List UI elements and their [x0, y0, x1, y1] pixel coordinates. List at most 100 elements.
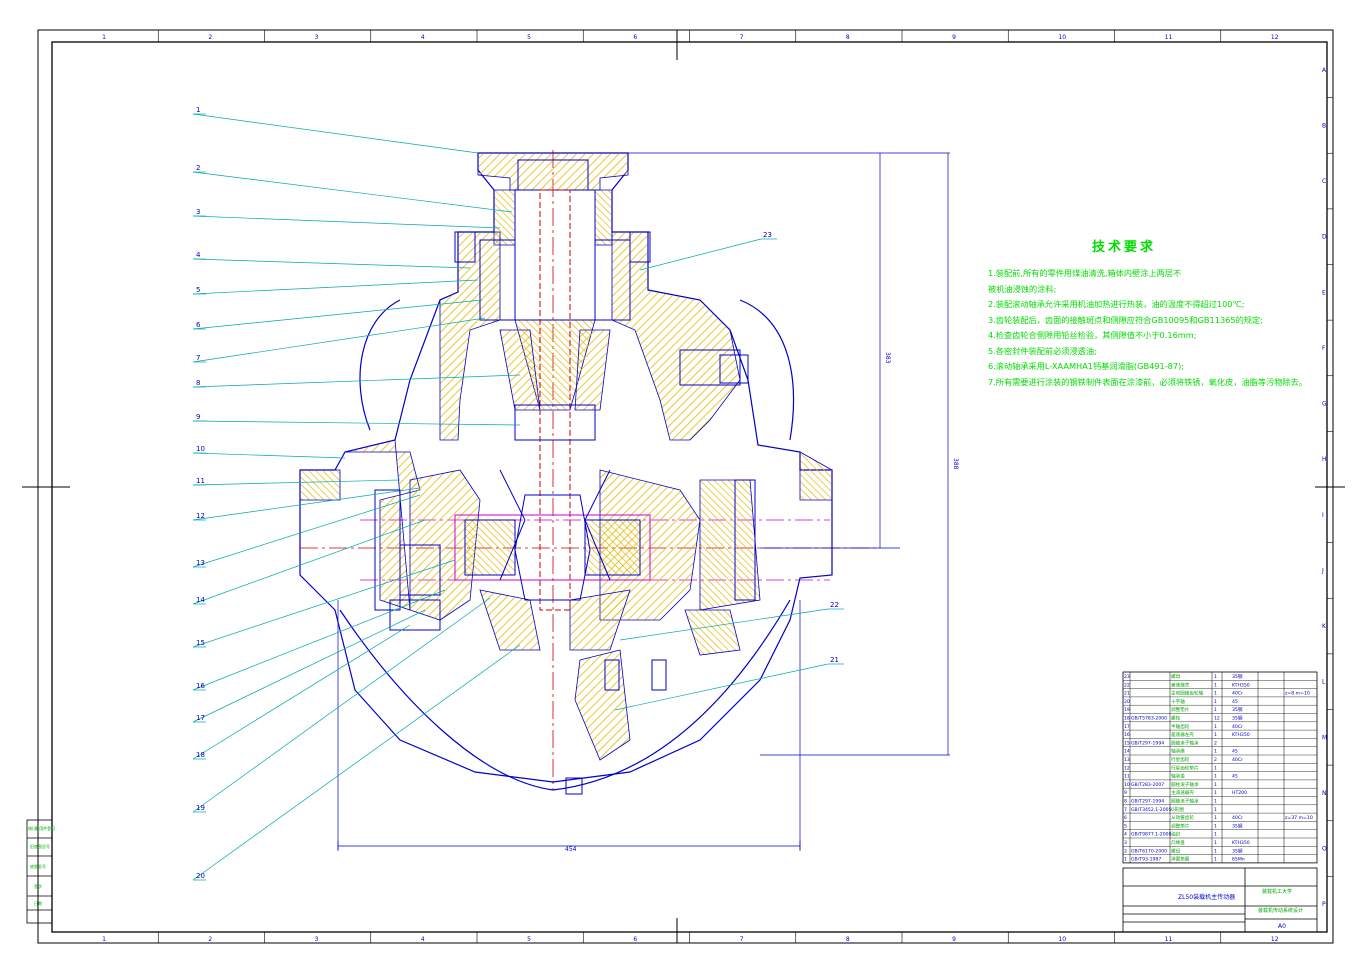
callout-label: 11 — [196, 477, 205, 485]
table-cell: GB/T5783-2000 — [1131, 716, 1167, 722]
table-cell: 35钢 — [1232, 706, 1243, 713]
row-label: H — [1322, 456, 1327, 463]
dimension-lines — [337, 152, 950, 851]
table-cell: 5 — [1124, 823, 1127, 829]
row-label: D — [1322, 234, 1327, 241]
table-cell: 1 — [1124, 857, 1127, 863]
callout-label: 14 — [196, 596, 205, 604]
callout-label: 16 — [196, 682, 205, 690]
table-cell: 螺母 — [1171, 673, 1181, 680]
table-cell: 12 — [1214, 716, 1220, 722]
table-cell: 23 — [1124, 674, 1130, 680]
table-cell: 1 — [1214, 765, 1217, 771]
leader-line — [192, 279, 479, 295]
gear-components — [374, 159, 756, 795]
table-cell: KTH350 — [1232, 732, 1250, 738]
table-cell: 圆锥滚子轴承 — [1171, 798, 1199, 805]
table-cell: 1 — [1214, 724, 1217, 730]
column-label: 2 — [208, 936, 212, 943]
row-label: J — [1321, 567, 1324, 574]
callout-label: 2 — [196, 164, 200, 172]
callout-label: 21 — [830, 656, 839, 664]
table-cell: 2 — [1124, 848, 1127, 854]
leader-line — [192, 258, 471, 269]
leader-line — [192, 452, 346, 459]
callout-label: 12 — [196, 512, 205, 520]
table-cell: 行星齿轮 — [1171, 756, 1190, 763]
table-cell: 十字轴 — [1171, 698, 1185, 705]
table-cell: 65Mn — [1232, 857, 1245, 863]
housing — [299, 152, 833, 791]
stamp-1: 借(通)用件登记 — [28, 825, 55, 831]
callout-label: 18 — [196, 751, 205, 759]
table-cell: 1 — [1214, 674, 1217, 680]
section-hatching — [299, 152, 833, 761]
table-cell: 3 — [1124, 840, 1127, 846]
table-cell: 1 — [1214, 782, 1217, 788]
table-cell: 主减速器壳 — [1171, 789, 1194, 796]
tech-item: 2.装配滚动轴承允许采用机油加热进行热装，油的温度不得超过100℃; — [988, 299, 1245, 309]
column-label: 11 — [1165, 34, 1173, 41]
table-cell: 调整垫片 — [1171, 706, 1190, 713]
leader-line — [192, 479, 401, 486]
column-label: 2 — [208, 34, 212, 41]
column-label: 5 — [527, 34, 531, 41]
table-cell: 凸缘盘 — [1171, 839, 1185, 846]
table-cell: 35钢 — [1232, 673, 1243, 680]
table-cell: 13 — [1124, 757, 1130, 763]
table-cell: 2 — [1214, 740, 1217, 746]
leader-line — [639, 238, 762, 271]
stamp-5: 日期 — [34, 900, 42, 906]
callout-label: 3 — [196, 208, 200, 216]
column-label: 12 — [1271, 34, 1279, 41]
table-cell: 15 — [1124, 740, 1130, 746]
leader-line — [192, 113, 479, 154]
callout-label: 23 — [763, 231, 772, 239]
column-label: 8 — [846, 34, 850, 41]
table-cell: 半轴齿轮 — [1171, 723, 1190, 730]
title-drawing-name: ZL50装载机主传动器 — [1178, 893, 1235, 901]
table-cell: 40Cr — [1232, 815, 1243, 821]
table-cell: 45 — [1232, 774, 1238, 780]
row-label: F — [1322, 345, 1326, 352]
dimension-height-upper: 383 — [884, 352, 891, 364]
title-block — [1122, 867, 1318, 933]
title-sheet-size: A0 — [1278, 923, 1286, 930]
column-label: 3 — [315, 936, 319, 943]
table-cell: 20 — [1124, 699, 1130, 705]
table-cell: 45 — [1232, 699, 1238, 705]
column-label: 6 — [633, 936, 637, 943]
table-cell: 6 — [1124, 815, 1127, 821]
table-cell: 1 — [1214, 707, 1217, 713]
table-cell: 21 — [1124, 691, 1130, 697]
callout-label: 8 — [196, 379, 200, 387]
leader-line — [192, 420, 521, 426]
column-label: 4 — [421, 34, 425, 41]
column-label: 7 — [740, 936, 744, 943]
table-cell: 14 — [1124, 749, 1130, 755]
table-cell: GB/T93-1987 — [1131, 857, 1161, 863]
dimension-width-bottom: 454 — [565, 846, 577, 853]
table-cell: 差速器壳 — [1171, 681, 1190, 688]
column-label: 1 — [102, 936, 106, 943]
column-label: 9 — [952, 936, 956, 943]
column-label: 3 — [315, 34, 319, 41]
callout-label: 7 — [196, 354, 200, 362]
table-cell: 35钢 — [1232, 847, 1243, 854]
stamp-3: 底图总号 — [30, 863, 46, 869]
column-label: 10 — [1058, 936, 1066, 943]
callout-label: 20 — [196, 872, 205, 880]
callout-label: 9 — [196, 413, 200, 421]
table-cell: 弹簧垫圈 — [1171, 856, 1190, 863]
table-cell: 圆柱滚子轴承 — [1171, 781, 1199, 788]
leader-line — [192, 317, 486, 363]
title-subtitle: 装载机传动系统设计 — [1258, 907, 1303, 914]
table-cell: z=8 m=10 — [1285, 691, 1310, 697]
table-cell: 4 — [1124, 832, 1127, 838]
callout-label: 1 — [196, 106, 200, 114]
outer-frame — [37, 29, 1334, 944]
column-label: 5 — [527, 936, 531, 943]
column-label: 9 — [952, 34, 956, 41]
